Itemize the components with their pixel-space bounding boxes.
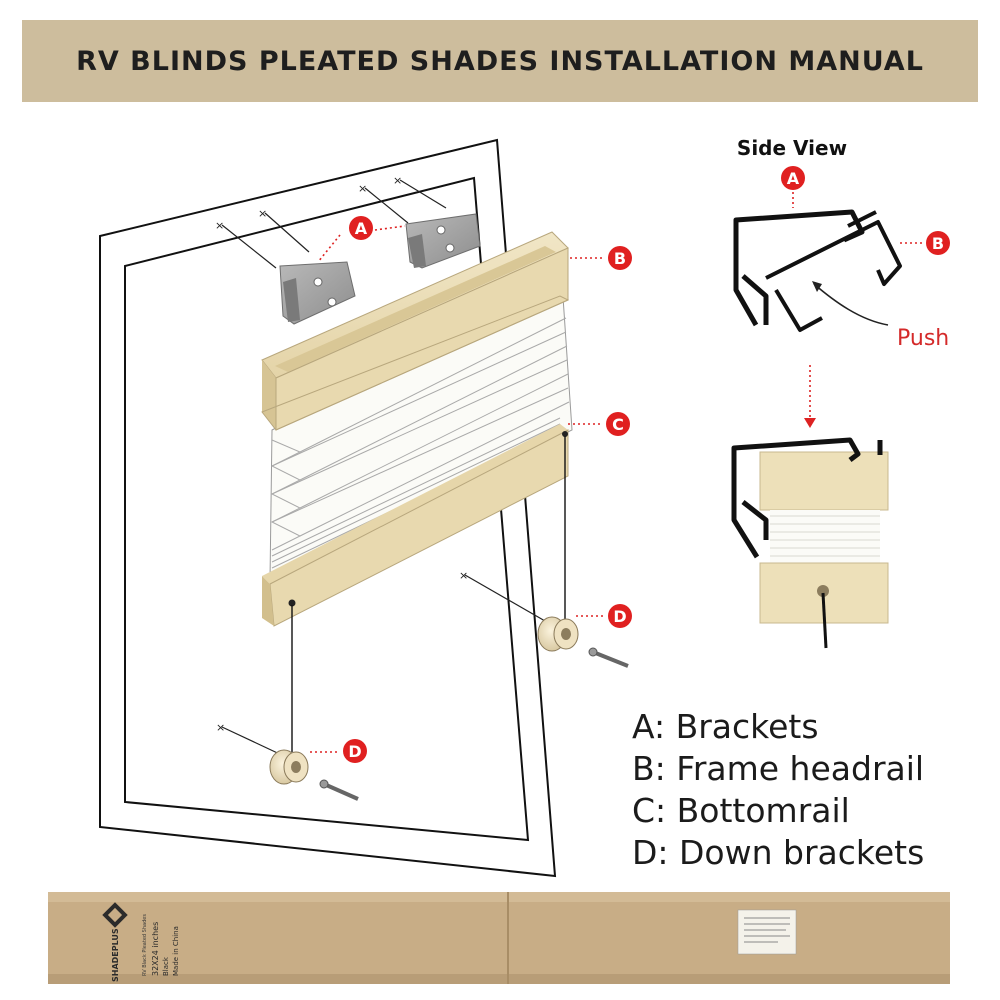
- svg-text:×: ×: [258, 207, 267, 220]
- bracket-a-left: [279, 261, 356, 325]
- marker-d-left-label: D: [348, 742, 361, 761]
- side-view-title: Side View: [737, 136, 847, 160]
- svg-text:×: ×: [393, 174, 402, 187]
- marker-b-side-label: B: [932, 234, 944, 253]
- down-bracket-d-left: [269, 749, 309, 785]
- package-line4: Made in China: [172, 926, 180, 976]
- marker-d-right: D: [608, 604, 632, 628]
- bottomrail-c: [262, 424, 569, 627]
- callout-leaders: [310, 192, 923, 753]
- screw-right: [588, 647, 629, 668]
- marker-a-label: A: [355, 219, 368, 238]
- warning-sticker: [737, 909, 797, 955]
- marker-c-label: C: [612, 415, 624, 434]
- marker-a-main: A: [349, 216, 373, 240]
- screw-left: [319, 779, 359, 801]
- page-title: RV BLINDS PLEATED SHADES INSTALLATION MA…: [76, 45, 924, 77]
- marker-a-side: A: [781, 166, 805, 190]
- push-label: Push: [897, 326, 949, 351]
- marker-a-side-label: A: [787, 169, 800, 188]
- title-banner: RV BLINDS PLEATED SHADES INSTALLATION MA…: [22, 20, 978, 102]
- legend-item-brackets: A: Brackets: [632, 707, 819, 746]
- side-view-installed-bracket: [731, 437, 883, 559]
- legend-item-down-brackets: D: Down brackets: [632, 833, 925, 872]
- marker-b-main: B: [608, 246, 632, 270]
- screw-marks: [221, 179, 553, 758]
- push-arrowhead: [812, 281, 822, 292]
- marker-b-label: B: [614, 249, 626, 268]
- svg-text:×: ×: [215, 219, 224, 232]
- side-view-headrail-profile: [765, 210, 902, 332]
- marker-b-side: B: [926, 231, 950, 255]
- brand-logo: [102, 902, 128, 928]
- side-view-bracket-profile: [733, 209, 865, 327]
- legend-item-bottomrail: C: Bottomrail: [632, 791, 850, 830]
- push-arrow: [813, 283, 889, 326]
- package-line3: Black: [162, 956, 170, 976]
- side-view-installed: [759, 451, 889, 649]
- legend: A: Brackets B: Frame headrail C: Bottomr…: [632, 706, 992, 874]
- legend-item-frame-headrail: B: Frame headrail: [632, 749, 925, 788]
- svg-text:×: ×: [216, 721, 225, 734]
- brand-name: SHADEPLUS: [111, 928, 120, 982]
- step-arrowhead: [804, 418, 816, 428]
- svg-text:×: ×: [358, 182, 367, 195]
- cords: [291, 436, 566, 752]
- svg-text:×: ×: [459, 569, 468, 582]
- package-line1: RV Black Pleated Shades: [142, 914, 148, 976]
- marker-d-left: D: [343, 739, 367, 763]
- window-frame: [99, 138, 557, 878]
- down-bracket-d-right: [537, 616, 579, 652]
- package-line2: 32X24 inches: [151, 922, 160, 976]
- marker-d-right-label: D: [613, 607, 626, 626]
- screw-mark-crosses: × × × × × ×: [215, 174, 468, 734]
- package-box: SHADEPLUS RV Black Pleated Shades 32X24 …: [48, 892, 950, 984]
- bracket-a-right: [405, 213, 481, 269]
- marker-c-main: C: [606, 412, 630, 436]
- headrail-b: [261, 231, 570, 431]
